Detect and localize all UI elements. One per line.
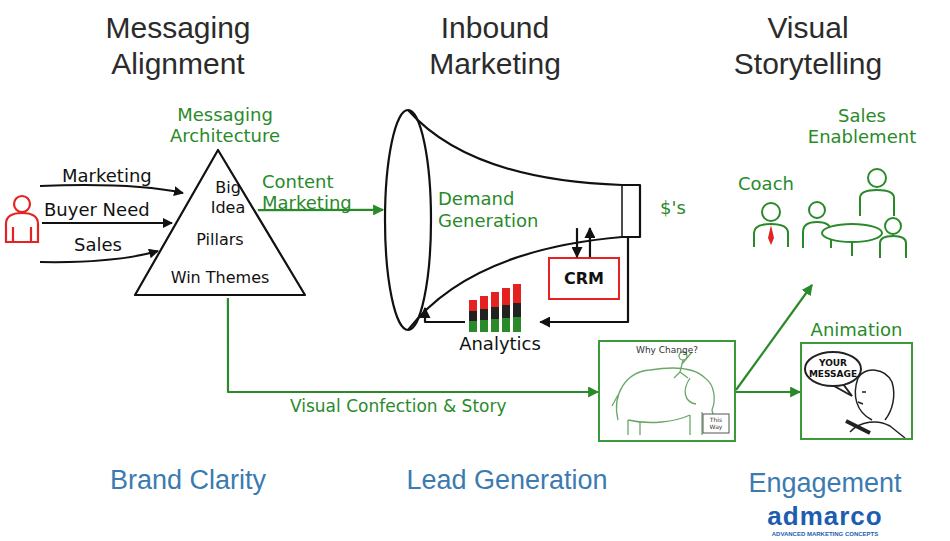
sign-board xyxy=(703,414,729,433)
analytics-bars xyxy=(469,284,521,332)
input-label: Marketing xyxy=(62,165,192,187)
elephant-sketch xyxy=(612,352,729,435)
outcome-label: Engagement xyxy=(715,467,935,499)
animation-frame xyxy=(800,342,913,440)
person-head xyxy=(809,202,825,218)
figure-caption: Coach xyxy=(730,173,802,194)
drawing-hand xyxy=(850,422,905,438)
bar-segment xyxy=(480,296,488,309)
node-heading: Sales Enablement xyxy=(802,105,922,147)
bar-segment xyxy=(480,320,488,332)
buyer-figure xyxy=(6,196,38,242)
elephant-tail xyxy=(612,395,618,406)
outcome-label: Brand Clarity xyxy=(78,464,298,496)
marker-pen xyxy=(846,421,870,433)
bar-segment xyxy=(513,303,521,317)
crm-box: CRM xyxy=(548,257,620,300)
rider-body xyxy=(674,352,692,378)
person-body xyxy=(860,190,894,216)
bar-segment xyxy=(491,307,499,319)
output-label: $'s xyxy=(660,197,710,219)
logo-wordmark: admarco xyxy=(752,502,898,530)
elephant-legs xyxy=(628,412,702,435)
bar-segment xyxy=(469,321,477,332)
table-leg xyxy=(851,242,853,256)
box-text: CRM xyxy=(550,259,618,298)
triangle-text: Win Themes xyxy=(158,268,282,288)
figure-arms xyxy=(13,227,31,242)
connector-arrow xyxy=(228,298,598,392)
input-label: Buyer Need xyxy=(44,199,184,221)
meeting-table xyxy=(822,224,882,242)
node-heading: Animation xyxy=(800,320,913,340)
input-label: Sales xyxy=(74,234,144,256)
face-profile xyxy=(855,378,872,420)
input-arrow xyxy=(42,222,172,224)
coach-tie xyxy=(768,225,774,245)
coach-head xyxy=(762,203,780,221)
connector-arrow xyxy=(540,237,628,322)
animation-box: AnimationYOUR MESSAGE xyxy=(800,320,913,440)
bar-segment xyxy=(502,305,510,318)
bar-segment xyxy=(502,318,510,332)
story-picture-box: Why Change? This Way xyxy=(598,340,736,442)
coach-body xyxy=(754,224,788,247)
funnel-mouth xyxy=(385,110,431,330)
chart-caption: Analytics xyxy=(452,333,548,355)
person-head xyxy=(868,169,886,187)
face-detail xyxy=(858,392,866,404)
funnel-neck xyxy=(621,185,623,237)
elephant-belly xyxy=(628,415,690,422)
node-heading: Messaging Architecture xyxy=(150,104,300,146)
sales-enablement-group: Sales EnablementCoach xyxy=(730,105,915,285)
input-arrow xyxy=(40,185,183,193)
hair xyxy=(858,370,894,420)
analytics-chart: Analytics xyxy=(452,283,548,358)
figure-body xyxy=(6,213,38,242)
speech-bubble xyxy=(805,352,861,386)
figure-head xyxy=(14,196,30,212)
sign-text: This Way xyxy=(703,416,729,430)
bar-segment xyxy=(480,309,488,320)
triangle-text: Big Idea xyxy=(204,178,252,218)
triangle-text: Pillars xyxy=(188,230,252,250)
column-heading: Messaging Alignment xyxy=(78,10,278,82)
bar-segment xyxy=(491,319,499,332)
outcome-label: Lead Generation xyxy=(377,464,637,496)
bar-segment xyxy=(513,317,521,332)
funnel-text: Demand Generation xyxy=(438,188,588,232)
edge-label: Visual Confection & Story xyxy=(290,396,590,417)
bar-segment xyxy=(513,284,521,303)
connector-arrow xyxy=(736,391,800,393)
bar-segment xyxy=(502,288,510,305)
person-head xyxy=(885,218,901,234)
bar-segment xyxy=(469,311,477,321)
column-heading: Inbound Marketing xyxy=(395,10,595,82)
connector-arrow xyxy=(425,308,465,322)
animation-sketch xyxy=(805,352,905,438)
person-body xyxy=(880,236,906,258)
edge-label: Content Marketing xyxy=(262,171,387,213)
elephant-ear xyxy=(685,378,696,404)
picture-title: Why Change? xyxy=(600,345,734,356)
logo-tagline: ADVANCED MARKETING CONCEPTS xyxy=(752,531,898,538)
bar-segment xyxy=(491,292,499,307)
column-heading: Visual Storytelling xyxy=(708,10,908,82)
bubble-text: YOUR MESSAGE xyxy=(806,358,860,380)
funnel-body xyxy=(408,110,640,330)
bar-segment xyxy=(469,300,477,311)
connector-arrow xyxy=(589,228,591,257)
